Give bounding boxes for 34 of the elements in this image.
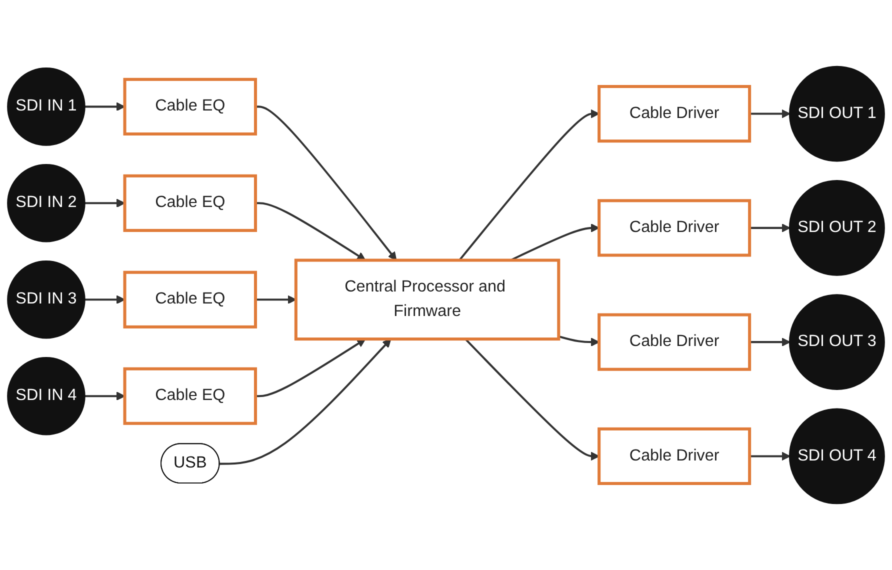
- arrow: [256, 202, 366, 261]
- arrow: [84, 392, 126, 401]
- node-circle: SDI OUT 4: [788, 408, 885, 504]
- node-circle: SDI IN 1: [7, 68, 86, 146]
- node-box: Cable Driver: [598, 313, 752, 371]
- node-circle: SDI OUT 1: [788, 66, 885, 162]
- node-box: Cable Driver: [598, 85, 752, 143]
- arrow: [256, 295, 296, 304]
- node-box: Cable Driver: [598, 427, 752, 485]
- node-circle: SDI IN 3: [7, 260, 86, 339]
- node-box: Cable EQ: [123, 367, 258, 425]
- arrow: [256, 106, 397, 261]
- arrow: [750, 109, 790, 118]
- arrow: [256, 338, 366, 398]
- node-box: Cable EQ: [123, 174, 258, 232]
- arrow: [510, 223, 600, 262]
- node-box: Cable Driver: [598, 199, 752, 257]
- arrow: [750, 452, 790, 461]
- node-box: Cable EQ: [123, 270, 258, 328]
- arrow: [220, 338, 392, 465]
- node-circle: SDI OUT 2: [788, 180, 885, 276]
- node-box: Central Processor and Firmware: [294, 258, 560, 341]
- arrow: [558, 335, 600, 347]
- node-circle: SDI IN 2: [7, 164, 86, 242]
- arrow: [84, 198, 126, 208]
- node-box: Cable EQ: [123, 78, 258, 136]
- node-circle: SDI OUT 3: [788, 294, 885, 390]
- node-circle: SDI IN 4: [7, 356, 86, 436]
- arrow: [464, 338, 600, 461]
- arrow: [458, 109, 600, 261]
- arrow: [84, 295, 126, 304]
- arrow: [750, 223, 790, 232]
- arrow: [84, 102, 126, 112]
- arrow: [750, 338, 790, 347]
